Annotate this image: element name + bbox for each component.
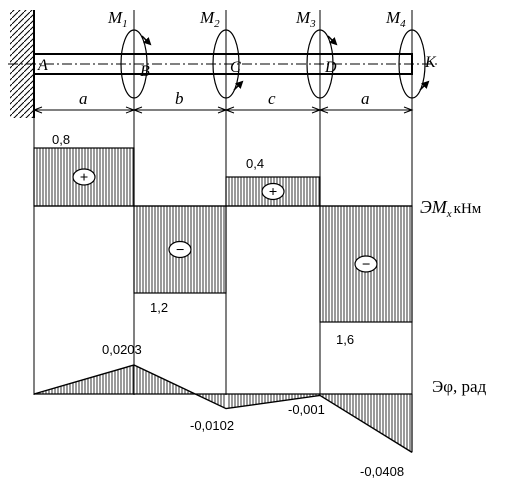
dimension-tick (224, 106, 235, 114)
point-label-d: D (324, 59, 337, 76)
sign-symbol: − (176, 243, 185, 259)
moment-loop (398, 29, 426, 99)
angle-segment-2 (136, 366, 225, 408)
moment-loop (120, 29, 148, 99)
moment-label-1: M1 (107, 8, 128, 30)
angle-segment-3 (228, 394, 320, 409)
angle-value-label-4: -0,0408 (360, 464, 404, 479)
angle-diagram: 0,0203 -0,0102 -0,001 -0,0408 (33, 342, 413, 479)
torque-segment-3: +0,4 (225, 156, 321, 207)
angle-segment-1 (36, 365, 134, 394)
torque-segment-2: − 1,2 (133, 205, 227, 315)
segment-label-4: a (361, 89, 370, 108)
moment-label-3: M3 (295, 8, 316, 30)
angle-axis-label: Эφ, рад (432, 377, 487, 396)
angle-curve (33, 364, 413, 453)
moment-arrow (233, 80, 244, 91)
moment-loop (212, 29, 240, 99)
torque-value-label-3: 0,4 (246, 156, 264, 171)
sign-marker (261, 182, 285, 201)
sign-symbol: + (269, 185, 278, 201)
moment-symbol-1: M1 (107, 8, 152, 99)
moment-arrow (141, 35, 152, 46)
dimension-tick (403, 106, 414, 114)
angle-segment-4 (322, 394, 411, 452)
dimension-tick (32, 106, 43, 114)
point-label-a: A (37, 57, 48, 74)
torque-bar (33, 147, 135, 207)
moment-label-2: M2 (199, 8, 220, 30)
torque-diagram: +0,8 − 1,2 +0,4 − 1,6 (33, 132, 413, 347)
point-label-b: B (140, 63, 150, 80)
angle-value-label-1: 0,0203 (102, 342, 142, 357)
moment-symbol-3: M3 (295, 8, 338, 99)
sign-symbol: − (362, 257, 371, 273)
segment-label-1: a (79, 89, 88, 108)
torque-bar (319, 205, 413, 323)
torque-bar (225, 176, 321, 207)
sign-marker (168, 240, 192, 259)
torque-value-label-2: 1,2 (150, 300, 168, 315)
angle-value-label-2: -0,0102 (190, 418, 234, 433)
moment-symbol-2: M2 (199, 8, 244, 99)
moment-arrow (419, 80, 430, 91)
torque-value-label-4: 1,6 (336, 332, 354, 347)
sign-marker (72, 168, 96, 186)
torque-segment-1: +0,8 (33, 132, 135, 207)
point-label-c: C (230, 59, 241, 76)
angle-value-label-3: -0,001 (288, 402, 325, 417)
moment-label-4: M4 (385, 8, 406, 30)
point-label-k: K (424, 54, 437, 71)
dimension-tick (132, 106, 143, 114)
segment-label-3: c (268, 89, 276, 108)
torque-value-label-1: 0,8 (52, 132, 70, 147)
dimension-tick (318, 106, 329, 114)
moment-symbol-4: M4 (385, 8, 430, 99)
segment-label-2: b (175, 89, 184, 108)
torque-segment-4: − 1,6 (319, 205, 413, 347)
torque-bar (133, 205, 227, 294)
moment-arrow (327, 35, 338, 46)
sign-symbol: + (80, 170, 89, 186)
shaft (8, 53, 438, 75)
sign-marker (354, 255, 378, 273)
moment-loop (306, 29, 334, 99)
